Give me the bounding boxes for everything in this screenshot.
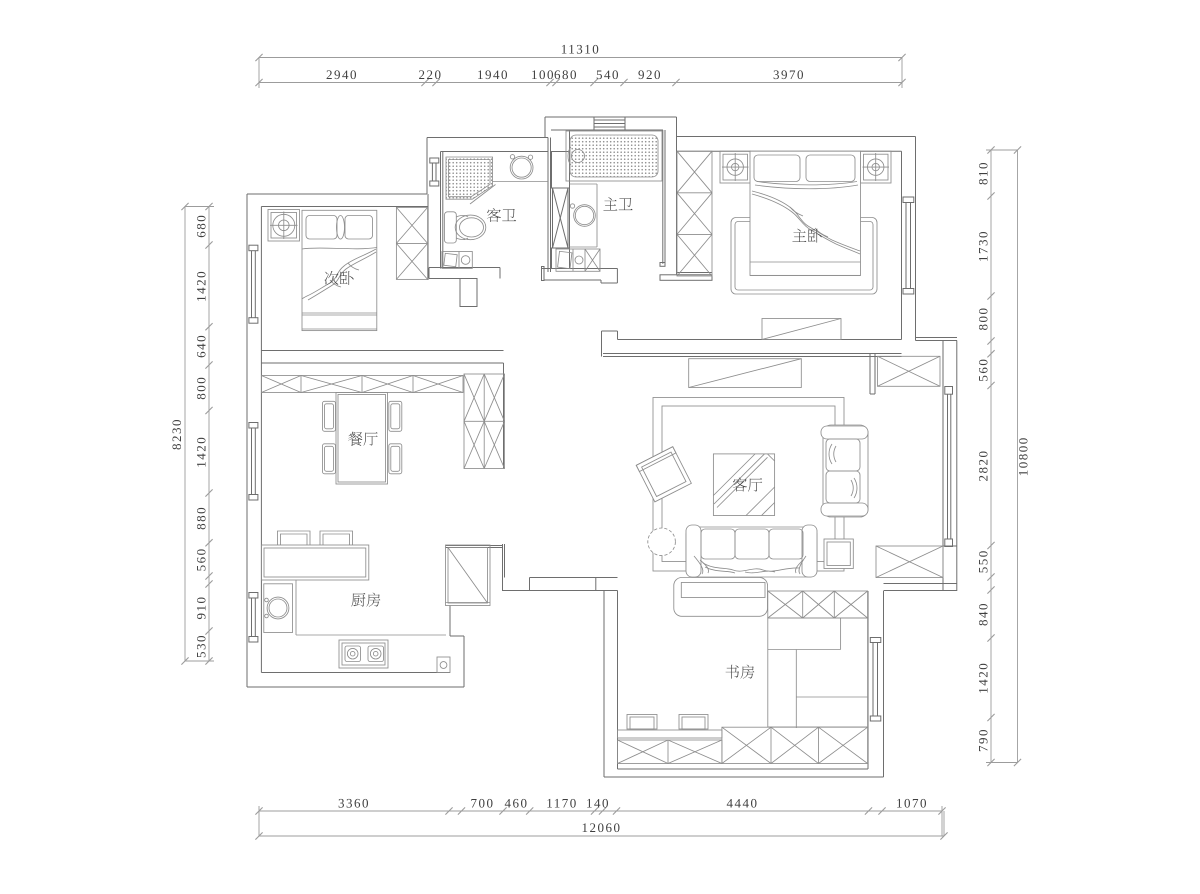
svg-text:11310: 11310	[561, 41, 601, 56]
svg-text:1730: 1730	[976, 230, 991, 262]
svg-text:4440: 4440	[726, 795, 758, 810]
svg-text:910: 910	[194, 596, 209, 620]
svg-text:790: 790	[976, 728, 991, 752]
svg-text:640: 640	[194, 334, 209, 358]
svg-text:1420: 1420	[976, 662, 991, 694]
svg-text:3970: 3970	[773, 67, 805, 82]
svg-text:800: 800	[976, 307, 991, 331]
svg-text:220: 220	[418, 67, 442, 82]
svg-text:550: 550	[976, 549, 991, 573]
svg-text:530: 530	[194, 634, 209, 658]
svg-text:680: 680	[554, 67, 578, 82]
svg-text:12060: 12060	[581, 820, 621, 835]
svg-text:3360: 3360	[338, 795, 370, 810]
svg-text:560: 560	[976, 358, 991, 382]
svg-text:680: 680	[194, 214, 209, 238]
svg-text:560: 560	[194, 547, 209, 571]
svg-text:840: 840	[976, 602, 991, 626]
svg-text:100: 100	[531, 67, 555, 82]
svg-text:540: 540	[596, 67, 620, 82]
svg-text:460: 460	[504, 795, 528, 810]
svg-text:1070: 1070	[896, 795, 928, 810]
svg-text:1420: 1420	[194, 436, 209, 468]
svg-text:920: 920	[638, 67, 662, 82]
svg-text:2820: 2820	[976, 450, 991, 482]
svg-text:810: 810	[976, 161, 991, 185]
svg-text:880: 880	[194, 506, 209, 530]
svg-text:10800: 10800	[1016, 436, 1031, 476]
svg-text:1170: 1170	[546, 795, 578, 810]
svg-text:800: 800	[194, 376, 209, 400]
svg-text:1420: 1420	[194, 270, 209, 302]
svg-text:2940: 2940	[326, 67, 358, 82]
svg-text:8230: 8230	[169, 418, 184, 450]
svg-text:1940: 1940	[477, 67, 509, 82]
svg-text:140: 140	[586, 795, 610, 810]
svg-text:700: 700	[470, 795, 494, 810]
